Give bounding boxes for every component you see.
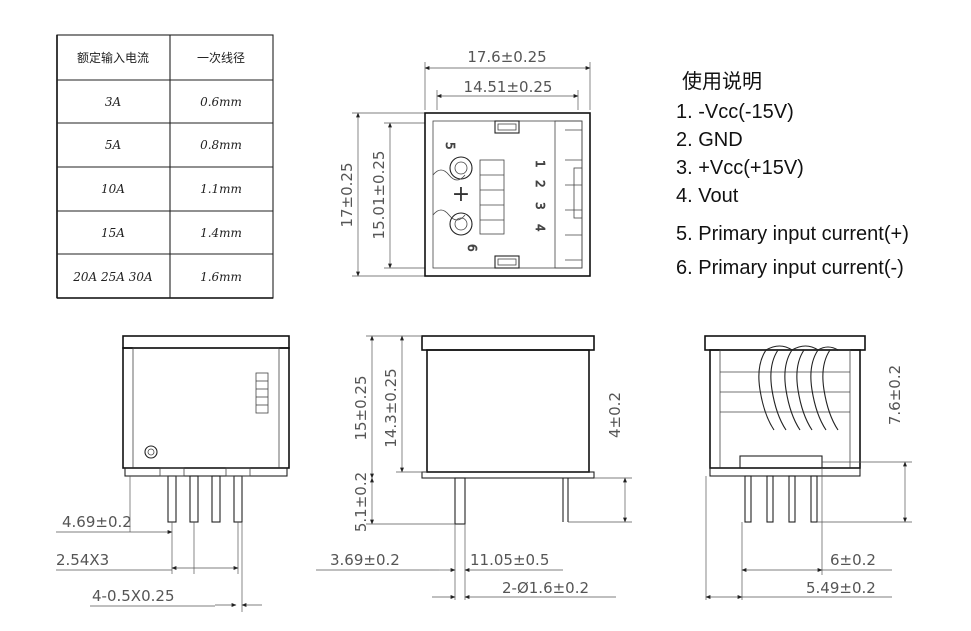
notes-title: 使用说明 — [682, 70, 762, 93]
dim-top-inner-height: 15.01±0.25 — [370, 151, 388, 240]
table-cell-wire: 1.6mm — [200, 270, 242, 284]
dim-body-height: 15±0.25 — [352, 375, 370, 440]
table-cell-current: 10A — [101, 182, 125, 196]
note-item: 2. GND — [676, 129, 743, 151]
note-item: 5. Primary input current(+) — [676, 223, 909, 245]
pin-label-4: 4 — [533, 224, 547, 232]
dim-pitch-offset: 4.69±0.2 — [62, 513, 132, 531]
pin-label-1: 1 — [533, 160, 547, 168]
spec-table: 额定输入电流 一次线径 3A 0.6mm 5A 0.8mm 10A 1.1mm … — [56, 34, 274, 299]
table-cell-wire: 1.4mm — [200, 226, 242, 240]
note-item: 3. +Vcc(+15V) — [676, 157, 804, 179]
table-cell-wire: 1.1mm — [200, 182, 242, 196]
table-header-current: 额定输入电流 — [77, 50, 149, 65]
table-cell-current: 15A — [101, 226, 125, 240]
note-item: 6. Primary input current(-) — [676, 257, 904, 279]
side-view-coil: 7.6±0.2 6±0.2 5.49±0.2 — [704, 335, 912, 600]
top-view: 17.6±0.25 14.51±0.25 17±0.25 15.01±0.25 … — [338, 48, 591, 277]
dim-pitch: 2.54X3 — [56, 551, 109, 569]
table-cell-wire: 0.8mm — [200, 138, 242, 152]
table-cell-current: 20A 25A 30A — [72, 270, 153, 284]
dim-pin-length: 5.1±0.2 — [352, 472, 370, 532]
usage-notes: 使用说明 1. -Vcc(-15V) 2. GND 3. +Vcc(+15V) … — [676, 70, 909, 279]
pin-label-3: 3 — [533, 202, 547, 210]
dim-top-inner-width: 14.51±0.25 — [464, 78, 553, 96]
note-item: 4. Vout — [676, 185, 739, 207]
dim-coil-offset2: 5.49±0.2 — [806, 579, 876, 597]
pin-label-6: 6 — [465, 244, 479, 252]
table-header-wire: 一次线径 — [197, 51, 245, 65]
dim-top-height: 17±0.25 — [338, 162, 356, 227]
table-cell-current: 3A — [105, 95, 122, 109]
dim-primary-pins: 2-Ø1.6±0.2 — [502, 579, 589, 597]
side-view-pins: 4.69±0.2 2.54X3 4-0.5X0.25 — [56, 335, 290, 612]
note-item: 1. -Vcc(-15V) — [676, 101, 794, 123]
side-view-body: 15±0.25 14.3±0.25 5.1±0.2 4±0.2 3.69±0.2… — [316, 335, 632, 600]
dim-pin-size: 4-0.5X0.25 — [92, 587, 175, 605]
dim-pin-offset: 3.69±0.2 — [330, 551, 400, 569]
dim-pin-height: 4±0.2 — [606, 392, 624, 438]
dim-top-width: 17.6±0.25 — [467, 48, 546, 66]
pin-label-5: 5 — [443, 142, 457, 150]
plus-marking: + — [452, 182, 470, 207]
dim-body-inner-height: 14.3±0.25 — [382, 368, 400, 447]
dim-coil-offset: 6±0.2 — [830, 551, 876, 569]
table-cell-current: 5A — [105, 138, 122, 152]
dim-pin-span: 11.05±0.5 — [470, 551, 549, 569]
dim-coil-height: 7.6±0.2 — [886, 365, 904, 425]
table-cell-wire: 0.6mm — [200, 95, 242, 109]
pin-label-2: 2 — [533, 180, 547, 188]
